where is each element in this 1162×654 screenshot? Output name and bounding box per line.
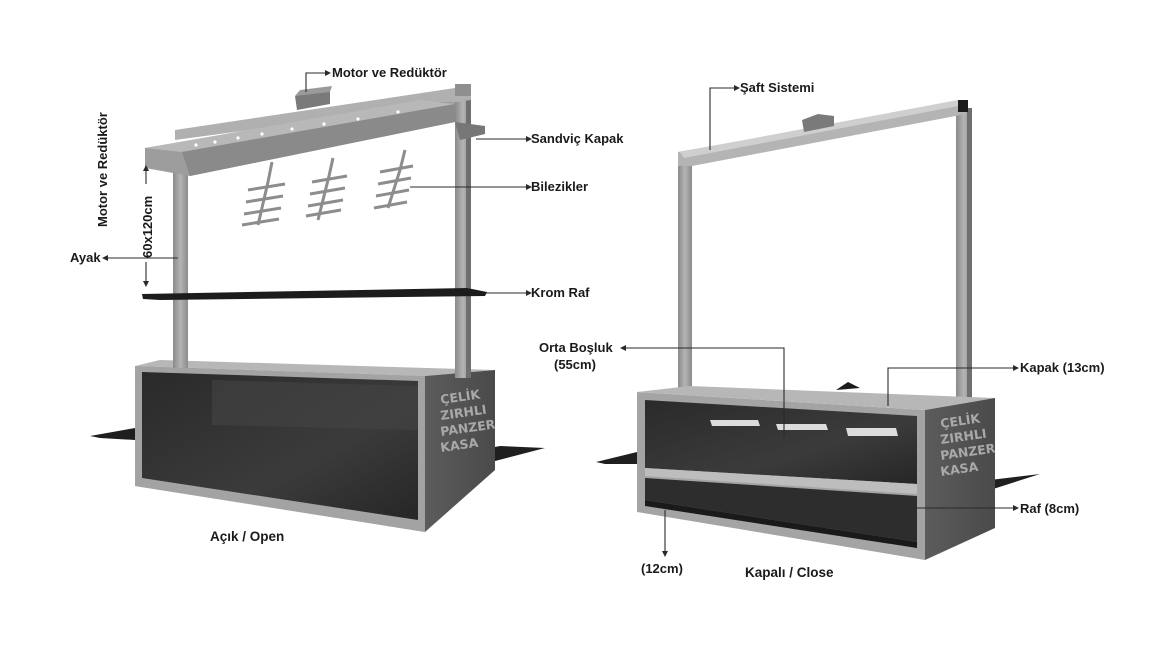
dimension-arrow xyxy=(143,165,149,287)
label-chrome-shelf: Krom Raf xyxy=(531,285,590,300)
label-middle-gap-1: Orta Boşluk xyxy=(539,340,613,355)
closed-middle-shelf xyxy=(645,468,917,494)
closed-cabinet-side xyxy=(925,398,995,560)
closed-lamp-2 xyxy=(776,424,828,430)
label-bracelets: Bilezikler xyxy=(531,179,588,194)
closed-view: ÇELİK ZIRHLI PANZER KASA Şaft Sistemi Or… xyxy=(539,80,1105,580)
open-bracelet-racks xyxy=(241,149,414,227)
leader-sandwich-cover xyxy=(476,136,532,142)
open-chrome-shelf xyxy=(142,288,487,300)
caption-open: Açık / Open xyxy=(210,529,284,544)
closed-cabinet-inner-lower xyxy=(645,478,917,542)
open-post-left xyxy=(173,168,188,368)
closed-lamp-1 xyxy=(710,420,760,426)
leader-shaft-system xyxy=(709,85,740,150)
open-brand-line-1: ÇELİK xyxy=(439,386,482,407)
open-top-beam xyxy=(175,88,471,140)
label-middle-gap-2: (55cm) xyxy=(554,357,596,372)
closed-floor-shadow-left xyxy=(596,452,637,464)
leader-shelf xyxy=(915,505,1019,511)
open-sandwich-cover xyxy=(145,100,485,176)
label-shelf: Raf (8cm) xyxy=(1020,501,1079,516)
label-sandwich-cover: Sandviç Kapak xyxy=(531,131,624,146)
label-cover: Kapak (13cm) xyxy=(1020,360,1105,375)
open-cabinet-side xyxy=(425,370,495,532)
label-leg: Ayak xyxy=(70,250,101,265)
leader-chrome-shelf xyxy=(486,290,532,296)
open-cabinet-top xyxy=(135,360,495,376)
closed-motor xyxy=(802,114,834,132)
open-brand-line-2: ZIRHLI xyxy=(439,402,487,423)
leader-motor-top xyxy=(305,70,331,92)
open-brand-line-4: KASA xyxy=(439,435,479,455)
caption-closed: Kapalı / Close xyxy=(745,565,834,580)
leader-bottom xyxy=(662,510,668,557)
label-bottom: (12cm) xyxy=(641,561,683,576)
open-cabinet: ÇELİK ZIRHLI PANZER KASA xyxy=(135,360,497,532)
label-motor-top: Motor ve Redüktör xyxy=(332,65,447,80)
open-view: ÇELİK ZIRHLI PANZER KASA xyxy=(70,65,624,544)
label-shaft-system: Şaft Sistemi xyxy=(740,80,814,95)
closed-cabinet-top xyxy=(637,386,995,410)
floor-shadow-left xyxy=(90,428,135,440)
closed-brand-line-2: ZIRHLI xyxy=(939,426,987,447)
closed-cabinet: ÇELİK ZIRHLI PANZER KASA xyxy=(637,386,997,560)
closed-brand-line-1: ÇELİK xyxy=(939,410,982,431)
closed-post-left xyxy=(678,156,692,392)
open-motor xyxy=(295,86,332,110)
closed-lamp-3 xyxy=(846,428,898,436)
label-dimension: 60x120cm xyxy=(140,196,155,258)
leader-leg xyxy=(102,255,178,261)
closed-brand-line-4: KASA xyxy=(939,459,979,479)
leader-bracelets xyxy=(410,184,532,190)
leader-cover xyxy=(887,365,1019,406)
closed-bottom-drawer xyxy=(645,500,917,548)
label-motor-side: Motor ve Redüktör xyxy=(95,112,110,227)
leader-middle-gap xyxy=(620,345,785,438)
